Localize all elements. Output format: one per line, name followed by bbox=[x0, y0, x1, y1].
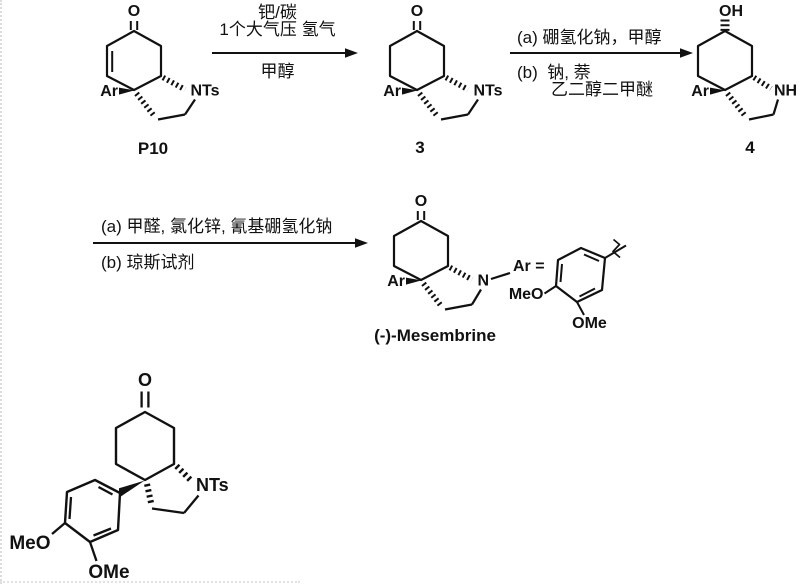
benzene-ring bbox=[554, 246, 607, 304]
compound-label-3: 3 bbox=[415, 138, 425, 157]
compound-label-p10: P10 bbox=[137, 139, 169, 158]
aryl-wedge-bond bbox=[710, 87, 726, 95]
hash-bond-to-n bbox=[161, 75, 187, 92]
atom-label-carbonyl-o: O bbox=[415, 193, 427, 210]
aryl-wedge-bond bbox=[406, 277, 422, 285]
carbonyl-double-bond bbox=[140, 391, 150, 408]
benzene-ring bbox=[63, 478, 122, 544]
carbonyl-double-bond bbox=[412, 21, 422, 30]
reagent-line: (a) 甲醛, 氯化锌, 氰基硼氢化钠 bbox=[101, 217, 333, 236]
methoxy-bond-bottom bbox=[88, 541, 98, 562]
reagent-line: 甲醇 bbox=[260, 62, 295, 81]
reagent-line: 乙二醇二甲醚 bbox=[551, 80, 653, 99]
cyclohexanone-ring bbox=[392, 219, 450, 282]
hash-bond-to-ch2 bbox=[144, 483, 155, 506]
pyrrolidine-ring bbox=[144, 463, 200, 515]
pyrrolidine-ring bbox=[417, 75, 479, 121]
structure-full-compound: O NTs MeO OMe bbox=[9, 370, 229, 583]
n-methyl-bond bbox=[490, 271, 511, 281]
cyclohexanol-ring bbox=[696, 29, 754, 92]
hash-bond-to-n bbox=[752, 75, 773, 91]
cyclohexanone-ring bbox=[114, 410, 176, 482]
hash-bond-to-ch2 bbox=[725, 91, 749, 119]
aromatic-double-bonds bbox=[68, 485, 114, 537]
atom-label-ome: OMe bbox=[572, 315, 607, 332]
atom-label-hydroxyl: OH bbox=[719, 3, 743, 20]
compound-label-mesembrine: (-)-Mesembrine bbox=[374, 326, 496, 345]
reagent-line: (b) 琼斯试剂 bbox=[101, 253, 195, 272]
carbonyl-double-bond bbox=[416, 211, 426, 220]
hash-bond-to-ch2 bbox=[134, 91, 158, 119]
structure-4: OH Ar NH bbox=[691, 3, 797, 121]
methoxy-bond-left bbox=[51, 522, 66, 535]
reaction-arrow-step2 bbox=[510, 48, 693, 58]
ar-equals-label: Ar = bbox=[513, 258, 545, 275]
atom-label-nts: NTs bbox=[196, 475, 229, 495]
attachment-bond bbox=[604, 244, 627, 259]
structure-3: O Ar NTs bbox=[383, 3, 503, 121]
pyrrolidine-ring bbox=[725, 75, 780, 121]
atom-label-nh: NH bbox=[774, 83, 797, 100]
structure-mesembrine: O Ar N bbox=[387, 193, 511, 311]
ar-group-definition: Ar = MeO OMe bbox=[509, 238, 627, 332]
reagent-line: (b) 钠, 萘 bbox=[517, 63, 591, 82]
atom-label-ome: OMe bbox=[88, 562, 129, 583]
atom-label-meo: MeO bbox=[509, 286, 544, 303]
hash-bond-to-n bbox=[174, 463, 194, 483]
methoxy-bond-bottom bbox=[576, 301, 585, 316]
hash-bond-to-n bbox=[448, 265, 474, 282]
compound-label-4: 4 bbox=[745, 138, 755, 157]
atom-label-nts: NTs bbox=[474, 83, 503, 100]
atom-label-aryl: Ar bbox=[383, 83, 401, 100]
aromatic-double-bonds bbox=[559, 253, 600, 298]
atom-label-n: N bbox=[478, 273, 490, 290]
aryl-wedge-bond bbox=[119, 87, 135, 95]
scan-edge-artifact-bottom bbox=[0, 581, 300, 583]
aryl-wedge-bond bbox=[119, 480, 145, 498]
methoxy-bond-left bbox=[543, 285, 557, 295]
reaction-arrow-step3 bbox=[93, 238, 368, 248]
hash-bond-to-ch2 bbox=[417, 91, 441, 119]
carbonyl-double-bond bbox=[129, 21, 139, 30]
atom-label-meo: MeO bbox=[9, 533, 50, 554]
pyrrolidine-ring bbox=[134, 75, 196, 121]
aryl-wedge-bond bbox=[402, 87, 418, 95]
structure-p10: O Ar NTs bbox=[100, 3, 220, 121]
reaction-arrow-step1 bbox=[212, 48, 358, 58]
hash-bond-to-n bbox=[444, 75, 470, 92]
reagent-line: 钯/碳 bbox=[258, 3, 297, 22]
atom-label-aryl: Ar bbox=[387, 273, 405, 290]
reagent-line: (a) 硼氢化钠，甲醇 bbox=[517, 28, 662, 47]
cyclohexenone-ring bbox=[105, 29, 163, 92]
atom-label-carbonyl-o: O bbox=[138, 370, 152, 390]
reagent-line: 1个大气压 氢气 bbox=[219, 20, 336, 39]
atom-label-aryl: Ar bbox=[100, 83, 118, 100]
atom-label-carbonyl-o: O bbox=[128, 3, 140, 20]
hash-bond-to-ch2 bbox=[421, 281, 445, 309]
squiggle-attachment-mark bbox=[612, 238, 621, 259]
pyrrolidine-ring bbox=[421, 265, 482, 311]
cyclohexanone-ring bbox=[388, 29, 446, 92]
atom-label-carbonyl-o: O bbox=[411, 3, 423, 20]
atom-label-nts: NTs bbox=[191, 83, 220, 100]
scan-edge-artifact-left bbox=[0, 0, 2, 584]
atom-label-aryl: Ar bbox=[691, 83, 709, 100]
